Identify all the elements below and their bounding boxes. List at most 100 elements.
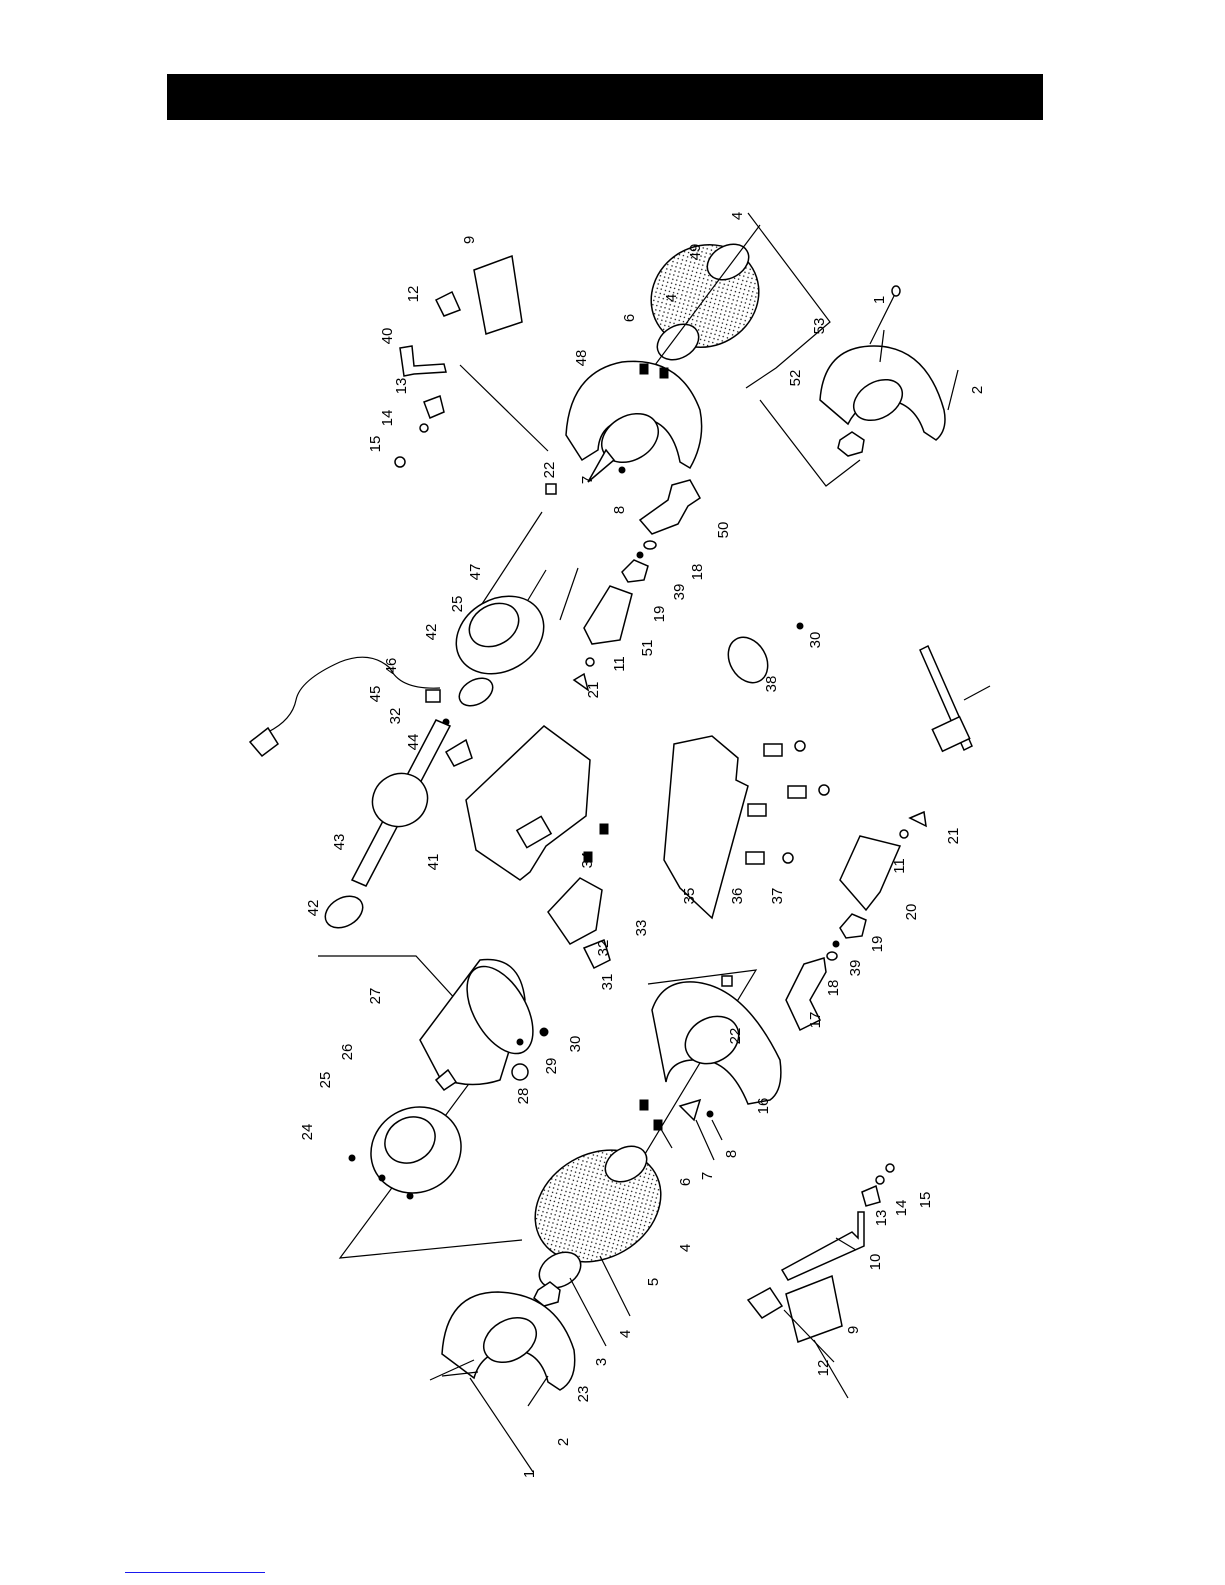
callout-52: 52 [787, 370, 804, 387]
callout-48: 48 [573, 350, 590, 367]
screw-6-top-b [660, 368, 668, 378]
callout-7a: 7 [579, 476, 596, 484]
callout-26: 26 [339, 1044, 356, 1061]
callout-27: 27 [367, 988, 384, 1005]
washer-14-bottom [876, 1176, 884, 1184]
tool-rest-bracket-50 [640, 480, 700, 534]
group-line-guard-to-tool-rest [460, 365, 548, 451]
tool-rest-9-top [474, 256, 522, 334]
callout-13b: 13 [873, 1210, 890, 1227]
callout-41: 41 [425, 854, 442, 871]
bracket-12-top [436, 292, 460, 316]
screw-29 [517, 1039, 523, 1045]
callout-35: 35 [681, 888, 698, 905]
bracket-12-bottom [748, 1288, 782, 1318]
callout-37: 37 [769, 888, 786, 905]
callout-53: 53 [811, 318, 828, 335]
nut-22-top [546, 484, 556, 494]
callout-32b: 32 [595, 940, 612, 957]
screw-24-c [407, 1193, 413, 1199]
rubber-foot-36-a [764, 744, 782, 756]
callout-1b: 1 [521, 1470, 538, 1478]
callout-19a: 19 [651, 606, 668, 623]
rubber-foot-36-c [748, 804, 766, 816]
callout-4d: 4 [617, 1330, 634, 1338]
knob-19-top [622, 560, 648, 582]
tool-rest-9-bottom [786, 1276, 842, 1342]
callout-5: 5 [645, 1278, 662, 1286]
bearing-42-right [454, 673, 497, 712]
callout-21b: 21 [945, 828, 962, 845]
screw-2-bottom [528, 1376, 548, 1406]
screw-6-top [640, 364, 648, 374]
callout-4b: 4 [663, 294, 680, 302]
screw-24 [349, 1155, 355, 1161]
grinding-wheel-49 [632, 225, 777, 367]
callout-9b: 9 [845, 1326, 862, 1334]
washer-18-top [644, 541, 656, 549]
callout-34: 34 [579, 852, 596, 869]
callout-43: 43 [331, 834, 348, 851]
callout-16: 16 [755, 1098, 772, 1115]
screw-24-b [379, 1175, 385, 1181]
callout-12b: 12 [815, 1360, 832, 1377]
screw-6-bottom-a [640, 1100, 648, 1110]
callout-10: 10 [867, 1254, 884, 1271]
spark-deflector-51 [584, 586, 632, 644]
callout-2b: 2 [555, 1438, 572, 1446]
callout-17: 17 [807, 1012, 824, 1029]
callout-18b: 18 [825, 980, 842, 997]
callout-49: 49 [687, 244, 704, 261]
callout-8b: 8 [723, 1150, 740, 1158]
callout-11a: 11 [611, 656, 628, 672]
callout-20: 20 [903, 904, 920, 921]
callout-1a: 1 [871, 296, 888, 304]
washer-14-top [420, 424, 428, 432]
screw-21-bottom [910, 812, 926, 826]
callout-11b: 11 [891, 858, 908, 874]
grinding-wheel-5 [515, 1128, 681, 1284]
washer-18-bottom [827, 952, 837, 960]
motor-base-41 [466, 726, 590, 880]
screw-1-head-a [892, 286, 900, 296]
nut-37-b [819, 785, 829, 795]
screw-8-top [619, 467, 625, 473]
callout-9a: 9 [461, 236, 478, 244]
callout-22a: 22 [541, 462, 558, 479]
callout-42a: 42 [423, 624, 440, 641]
callout-24: 24 [299, 1124, 316, 1141]
callout-29: 29 [543, 1058, 560, 1075]
callout-44: 44 [405, 734, 422, 751]
callout-46: 46 [383, 658, 400, 675]
callout-50: 50 [715, 522, 732, 539]
callout-31: 31 [599, 974, 616, 991]
callout-13a: 13 [393, 378, 410, 395]
plate-44 [446, 740, 472, 766]
rod-10 [782, 1212, 864, 1280]
washer-11-bottom [900, 830, 908, 838]
screw-34-a [600, 824, 608, 834]
screw-2-top [948, 370, 958, 410]
callout-18a: 18 [689, 564, 706, 581]
callout-6b: 6 [677, 1178, 694, 1186]
screw-30-top [797, 623, 803, 629]
screw-15-top [395, 457, 405, 467]
rod-40 [400, 346, 446, 376]
callout-12a: 12 [405, 286, 422, 303]
callout-25b: 25 [317, 1072, 334, 1089]
rubber-foot-36-d [746, 852, 764, 864]
nut-37-a [795, 741, 805, 751]
footer-link[interactable] [125, 1572, 265, 1573]
washer-11-top [586, 658, 594, 666]
callout-4a: 4 [729, 212, 746, 220]
callout-28: 28 [515, 1088, 532, 1105]
nut-22-bottom [722, 976, 732, 986]
power-cord-46 [268, 657, 440, 732]
callout-38: 38 [763, 676, 780, 693]
callout-22b: 22 [727, 1028, 744, 1045]
washer-39-top [637, 552, 643, 558]
switch-plate-33 [548, 878, 602, 944]
callout-36: 36 [729, 888, 746, 905]
callout-14b: 14 [893, 1200, 910, 1217]
